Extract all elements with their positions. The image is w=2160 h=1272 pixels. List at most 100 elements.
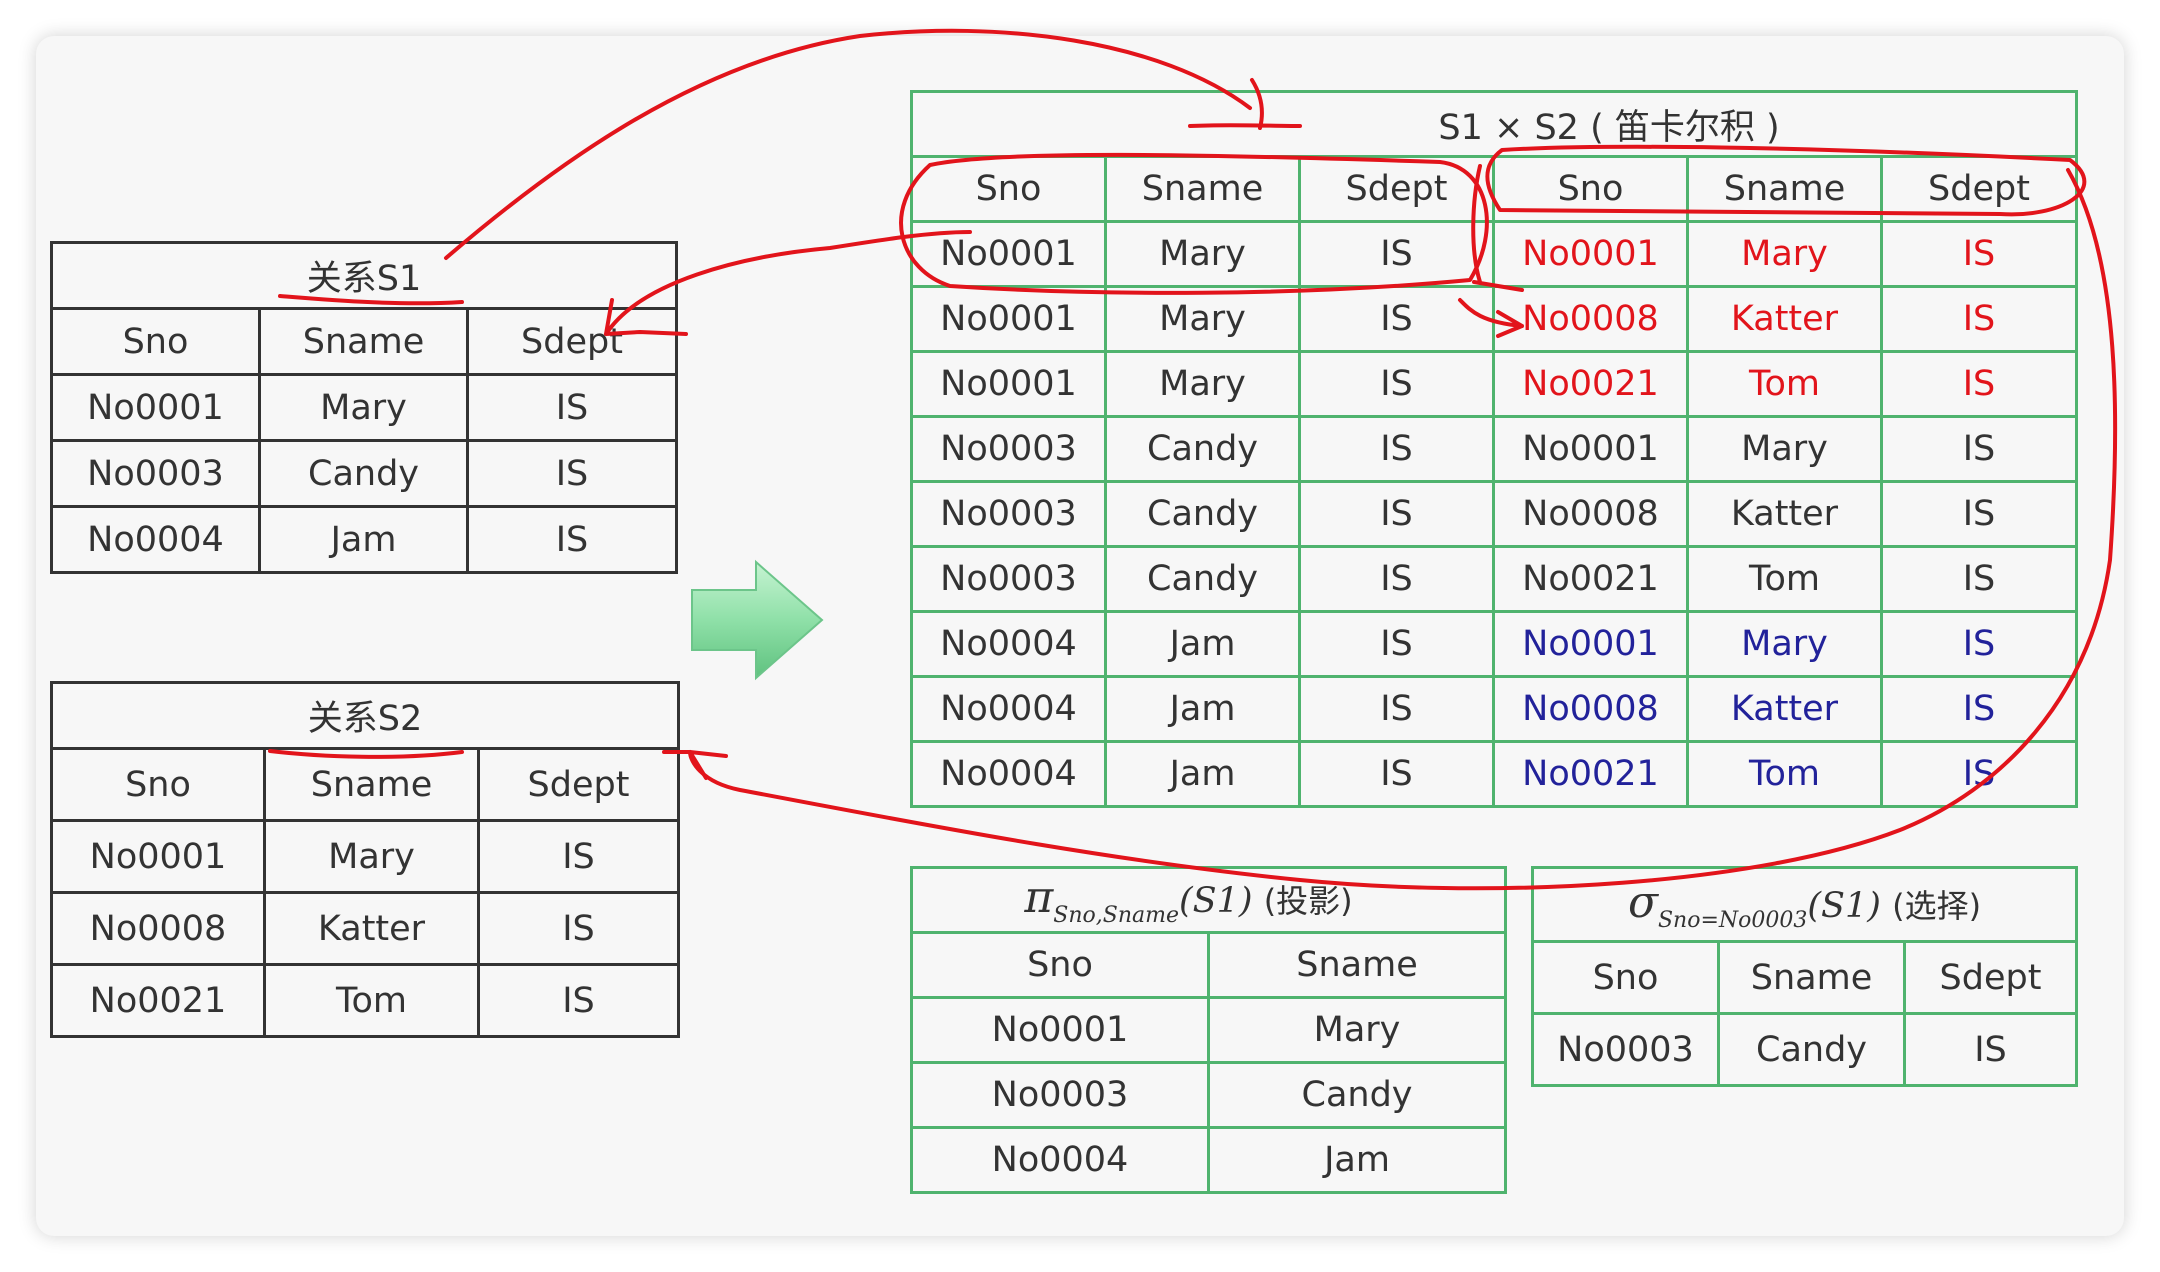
s2-header: Sdept — [476, 747, 681, 822]
cell: No0008 — [50, 891, 266, 966]
product-header: Sdept — [1298, 155, 1495, 223]
cell: IS — [476, 891, 681, 966]
selection-header: Sdept — [1902, 940, 2079, 1015]
cell: IS — [1879, 610, 2079, 678]
cell: IS — [1298, 350, 1495, 418]
selection-formula: σSno=No0003(S1) — [1628, 877, 1892, 933]
table-row: No0003 Candy IS — [1531, 1012, 2079, 1087]
table-row: No0003 Candy IS — [50, 439, 679, 508]
cell: IS — [1298, 285, 1495, 353]
cell: Tom — [1686, 740, 1883, 808]
cell: IS — [1879, 415, 2079, 483]
cell: IS — [1298, 220, 1495, 288]
cell: Tom — [1686, 350, 1883, 418]
cell: Jam — [1104, 610, 1301, 678]
cell: IS — [465, 373, 679, 442]
s1-header: Sdept — [465, 307, 679, 376]
cell: Candy — [1717, 1012, 1906, 1087]
cell: Mary — [258, 373, 469, 442]
cell: IS — [1902, 1012, 2079, 1087]
projection-header: Sname — [1206, 931, 1508, 999]
cell: No0003 — [910, 415, 1107, 483]
cell: No0001 — [910, 220, 1107, 288]
table-row: No0004 Jam IS — [50, 505, 679, 574]
cell: IS — [1298, 740, 1495, 808]
cell: IS — [1298, 545, 1495, 613]
cell: No0004 — [50, 505, 261, 574]
cell: No0004 — [910, 1126, 1210, 1194]
cell: No0001 — [1492, 220, 1689, 288]
pi-symbol: π — [1024, 872, 1054, 923]
cell: Candy — [1104, 545, 1301, 613]
cell: Mary — [1686, 415, 1883, 483]
s2-header: Sno — [50, 747, 266, 822]
product-caption-text: S1 × S2 ( 笛卡尔积 ) — [1438, 107, 1780, 148]
cell: No0021 — [1492, 545, 1689, 613]
cell: IS — [1879, 285, 2079, 353]
cell: No0021 — [50, 963, 266, 1038]
cell: Tom — [263, 963, 480, 1038]
cell: Candy — [1206, 1061, 1508, 1129]
cell: No0003 — [910, 545, 1107, 613]
cell: IS — [1298, 675, 1495, 743]
cell: Jam — [1104, 675, 1301, 743]
product-header: Sno — [1492, 155, 1689, 223]
cell: Katter — [1686, 285, 1883, 353]
projection-label: (投影) — [1263, 882, 1353, 920]
cell: IS — [465, 505, 679, 574]
cell: No0001 — [1492, 415, 1689, 483]
projection-subscript: Sno,Sname — [1053, 903, 1179, 928]
cell: No0004 — [910, 675, 1107, 743]
slide: 关系S1 Sno Sname Sdept No0001 Mary IS No00… — [36, 36, 2124, 1236]
cell: Mary — [1104, 220, 1301, 288]
projection-formula: πSno,Sname(S1) — [1024, 872, 1263, 928]
cell: IS — [1298, 480, 1495, 548]
s1-header: Sname — [258, 307, 469, 376]
table-row: No0001 Mary — [910, 996, 1508, 1064]
cell: No0008 — [1492, 675, 1689, 743]
s1-header: Sno — [50, 307, 261, 376]
cell: Mary — [1206, 996, 1508, 1064]
s2-header: Sname — [263, 747, 480, 822]
s1-caption: 关系S1 — [49, 241, 679, 310]
cell: Jam — [1104, 740, 1301, 808]
cell: No0008 — [1492, 285, 1689, 353]
cell: IS — [1879, 350, 2079, 418]
cell: Jam — [258, 505, 469, 574]
s2-table: 关系S2 Sno Sname Sdept No0001 Mary IS No00… — [49, 681, 681, 1038]
cell: No0008 — [1492, 480, 1689, 548]
cell: Candy — [258, 439, 469, 508]
cell: No0003 — [50, 439, 261, 508]
cell: Katter — [263, 891, 480, 966]
projection-table: πSno,Sname(S1) (投影) Sno Sname No0001 Mar… — [909, 866, 1508, 1194]
cell: IS — [1879, 740, 2079, 808]
table-row: No0001 Mary IS — [50, 373, 679, 442]
s2-caption: 关系S2 — [49, 681, 681, 750]
cell: IS — [1298, 415, 1495, 483]
cell: No0003 — [1531, 1012, 1720, 1087]
projection-caption: πSno,Sname(S1) (投影) — [909, 866, 1508, 934]
table-row: No0003 Candy — [910, 1061, 1508, 1129]
selection-header: Sno — [1531, 940, 1720, 1015]
table-row: No0008 Katter IS — [50, 891, 681, 966]
cell: IS — [1298, 610, 1495, 678]
cell: Mary — [1104, 285, 1301, 353]
cell: IS — [476, 819, 681, 894]
cell: No0001 — [910, 350, 1107, 418]
cell: No0021 — [1492, 350, 1689, 418]
sigma-symbol: σ — [1627, 876, 1658, 928]
projection-header: Sno — [910, 931, 1210, 999]
selection-argument: (S1) — [1807, 885, 1881, 926]
cell: Mary — [263, 819, 480, 894]
cell: No0001 — [910, 285, 1107, 353]
cell: Candy — [1104, 480, 1301, 548]
cell: Jam — [1206, 1126, 1508, 1194]
s1-table: 关系S1 Sno Sname Sdept No0001 Mary IS No00… — [49, 241, 679, 574]
